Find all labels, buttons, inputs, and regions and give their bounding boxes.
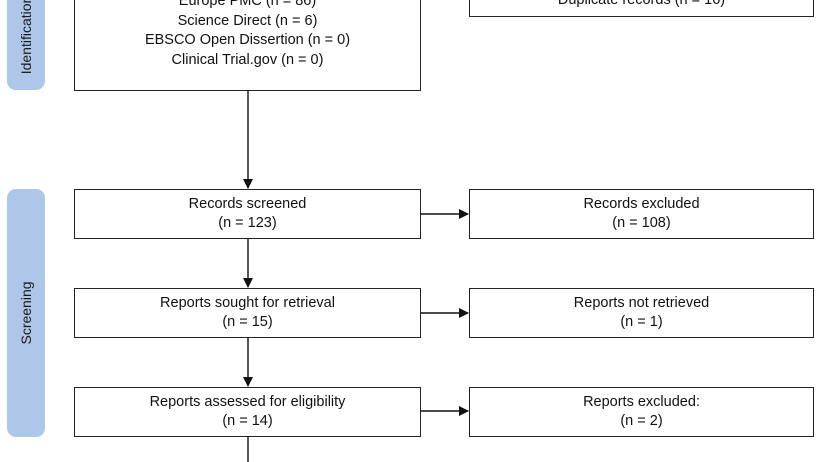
records-excluded-label: Records excluded	[583, 195, 700, 212]
reports-not-retrieved-count: (n = 1)	[620, 314, 663, 330]
records-removed-box: Duplicate records (n = 16)	[469, 0, 814, 17]
records-excluded-box: Records excluded (n = 108)	[469, 189, 814, 239]
reports-assessed-count: (n = 14)	[222, 413, 273, 429]
reports-assessed-label: Reports assessed for eligibility	[149, 393, 346, 410]
reports-sought-label: Reports sought for retrieval	[160, 294, 335, 311]
reports-sought-count: (n = 15)	[222, 314, 273, 330]
source-clinical-trials: Clinical Trial.gov (n = 0)	[171, 51, 324, 68]
reports-assessed-box: Reports assessed for eligibility (n = 14…	[74, 387, 421, 437]
records-identified-box: Europe PMC (n = 86) Science Direct (n = …	[74, 0, 421, 91]
records-screened-count: (n = 123)	[218, 215, 277, 231]
reports-excluded-box: Reports excluded: (n = 2)	[469, 387, 814, 437]
source-ebsco: EBSCO Open Dissertion (n = 0)	[144, 32, 351, 48]
reports-not-retrieved-label: Reports not retrieved	[573, 294, 710, 311]
source-europe-pmc: Europe PMC (n = 86)	[178, 0, 317, 9]
phase-identification: Identification	[7, 0, 45, 90]
records-excluded-count: (n = 108)	[612, 215, 671, 231]
source-science-direct: Science Direct (n = 6)	[177, 12, 318, 29]
reports-not-retrieved-box: Reports not retrieved (n = 1)	[469, 288, 814, 338]
phase-screening: Screening	[7, 189, 45, 437]
duplicate-records: Duplicate records (n = 16)	[558, 0, 725, 10]
reports-excluded-count: (n = 2)	[620, 413, 663, 429]
reports-excluded-label: Reports excluded:	[583, 393, 700, 410]
records-screened-box: Records screened (n = 123)	[74, 189, 421, 239]
records-screened-label: Records screened	[188, 195, 307, 212]
reports-sought-box: Reports sought for retrieval (n = 15)	[74, 288, 421, 338]
